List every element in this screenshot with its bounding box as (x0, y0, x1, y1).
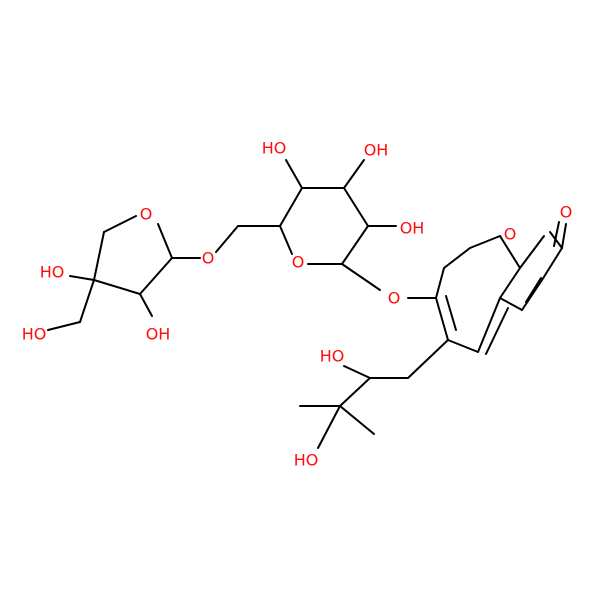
bond (69, 275, 95, 281)
bond (47, 321, 81, 331)
apiose-hydroxyl-label: HO (40, 263, 65, 282)
bond (443, 247, 471, 269)
bond (525, 277, 542, 303)
bond (561, 223, 567, 249)
glucose-ring-oxygen-label: O (292, 253, 305, 272)
atom-labels: O O HO OH OH O O O O HO HO OH HO HO (22, 139, 573, 470)
bond (499, 267, 521, 299)
apiose-hydroxyl-label: OH (146, 325, 171, 344)
bond (93, 279, 141, 295)
bond (469, 235, 501, 249)
bond (499, 297, 523, 311)
bond (435, 267, 445, 299)
glucose-hydroxyl-label: OH (364, 141, 389, 160)
apiose-ring-oxygen-label: O (140, 205, 153, 224)
bond (279, 225, 293, 255)
bond (447, 339, 479, 353)
bond (519, 235, 545, 269)
bond (339, 377, 371, 407)
bond (445, 295, 457, 331)
linker-oxygen-label: O (202, 249, 215, 268)
bond (553, 221, 560, 247)
bond-lines (47, 159, 567, 449)
bond (343, 187, 369, 227)
bond (215, 225, 239, 253)
bond (139, 257, 173, 295)
bond (339, 405, 375, 435)
bond (541, 247, 563, 281)
carbonyl-oxygen-label: O (560, 203, 573, 222)
glucose-hydroxyl-label: HO (262, 139, 287, 158)
bond (343, 365, 371, 379)
bond (279, 187, 303, 227)
bond (93, 231, 105, 281)
glucose-hydroxyl-label: OH (400, 219, 425, 238)
side-chain-tert-hydroxyl-label: HO (294, 451, 319, 470)
bond (285, 159, 303, 189)
bond (157, 223, 173, 259)
bond (343, 159, 365, 189)
bond (79, 279, 95, 323)
coumarin-ring-oxygen-label: O (504, 225, 517, 244)
bond (477, 297, 501, 353)
bond (521, 279, 543, 311)
bond (407, 339, 449, 379)
bond (485, 307, 509, 355)
glycosidic-oxygen-label: O (388, 289, 401, 308)
bond (317, 405, 341, 449)
bond (341, 225, 369, 265)
bond (341, 263, 381, 291)
apiose-hydroxymethyl-label: HO (22, 325, 47, 344)
side-chain-hydroxyl-label: HO (320, 347, 345, 366)
bond (139, 293, 153, 317)
bond (499, 235, 521, 269)
bond (103, 215, 137, 233)
bond (435, 297, 449, 341)
